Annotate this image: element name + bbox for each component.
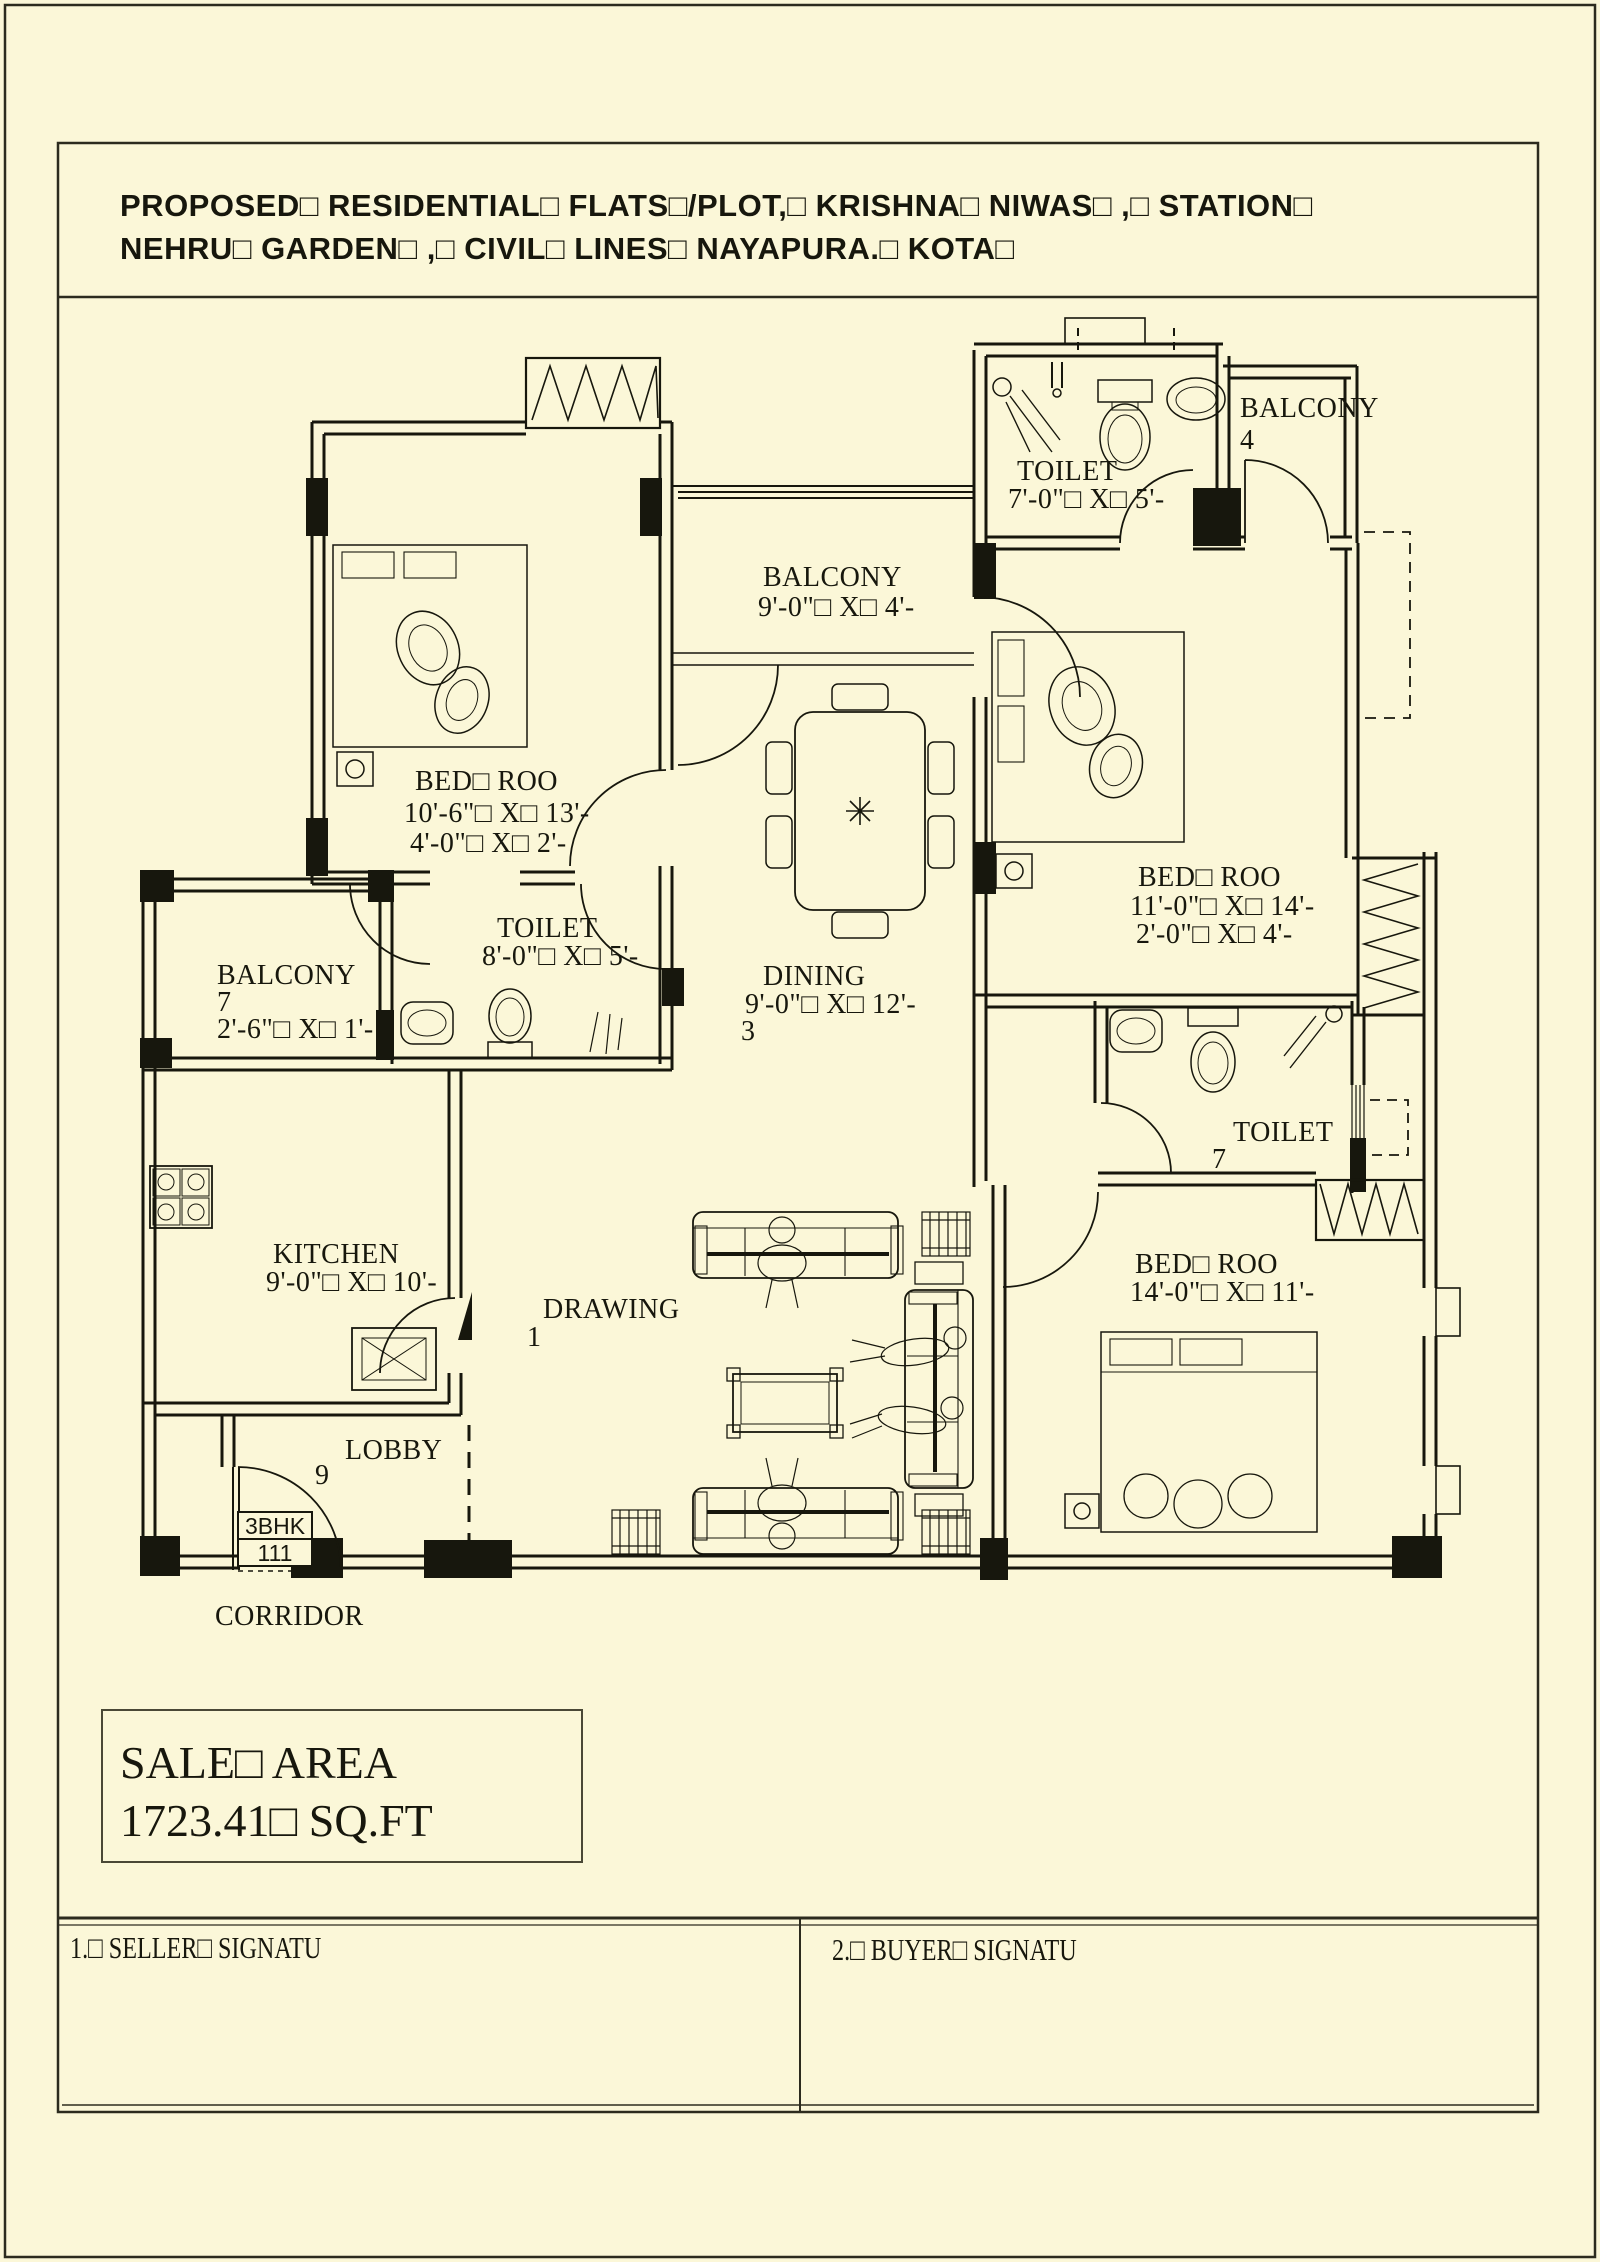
grille-icons (611, 1211, 971, 1555)
coffee-table-icon (726, 1367, 844, 1439)
sale-area-box: SALE□ AREA 1723.41□ SQ.FT (101, 1709, 583, 1863)
bed-icon-top-left (332, 544, 528, 787)
label-toilet-7-number: 7 (1212, 1144, 1227, 1175)
toilet-top-fixtures (992, 362, 1226, 471)
label-balcony-7-number: 7 (217, 987, 232, 1018)
label-bedroom-right-dim1: 11'-0"□ X□ 14'- (1130, 891, 1315, 922)
unit-tag-number: 111 (258, 1540, 293, 1566)
label-bedroom-bottom-right: BED□ ROO (1135, 1249, 1278, 1280)
signature-band: 1.□ SELLER□ SIGNATU 2.□ BUYER□ SIGNATU (70, 1931, 1077, 1968)
bed-icon-bottom-right (1064, 1331, 1318, 1533)
label-bedroom-top-left-dim2: 4'-0"□ X□ 2'- (410, 828, 567, 859)
title-line-2: NEHRU□ GARDEN□ ,□ CIVIL□ LINES□ NAYAPURA… (120, 231, 1015, 266)
toilet-7-fixtures (1109, 1005, 1343, 1093)
label-dining-dim1: 9'-0"□ X□ 12'- (745, 989, 916, 1020)
basin-icon-top (1166, 377, 1226, 421)
label-dining-number: 3 (741, 1016, 756, 1047)
label-corridor: CORRIDOR (215, 1601, 364, 1632)
windows (524, 356, 1461, 1515)
toilet-mid-fixtures (400, 988, 623, 1059)
sheet-frame (3, 3, 1597, 2259)
basin-icon-mid (400, 1001, 454, 1045)
window-zigzag-right-bay (1361, 863, 1421, 1009)
label-bedroom-top-left: BED□ ROO (415, 766, 558, 797)
window-zigzag-top-left (524, 356, 662, 430)
label-kitchen: KITCHEN (273, 1239, 399, 1270)
label-toilet-top: TOILET (1017, 456, 1117, 487)
unit-tag: 3BHK 111 (237, 1511, 313, 1567)
label-kitchen-dim1: 9'-0"□ X□ 10'- (266, 1267, 437, 1298)
label-drawing: DRAWING (543, 1294, 680, 1325)
sink-icon (351, 1327, 437, 1391)
furniture (149, 362, 1343, 1555)
dining-table-icon (765, 683, 955, 939)
person-icon-bottom-sofa (757, 1457, 807, 1550)
title-line-1: PROPOSED□ RESIDENTIAL□ FLATS□/PLOT,□ KRI… (120, 188, 1313, 223)
window-zigzag-bottom-right (1314, 1178, 1426, 1242)
person-icon-top-sofa (757, 1216, 807, 1309)
label-toilet-top-dim1: 7'-0"□ X□ 5'- (1008, 484, 1165, 515)
label-balcony-7: BALCONY (217, 960, 356, 991)
seller-signature-label: 1.□ SELLER□ SIGNATU (70, 1931, 321, 1966)
buyer-signature-label: 2.□ BUYER□ SIGNATU (832, 1933, 1077, 1968)
sofa-bottom-icon (692, 1487, 904, 1555)
bed-icon-right (991, 631, 1185, 889)
label-lobby: LOBBY (345, 1435, 442, 1466)
shower-icon-top (992, 377, 1012, 397)
sofa-top-icon (692, 1211, 904, 1279)
window-bump-2 (1435, 1465, 1461, 1515)
room-labels: BED□ ROO 10'-6"□ X□ 13'- 4'-0"□ X□ 2'- B… (215, 393, 1379, 1632)
unit-tag-type: 3BHK (245, 1513, 306, 1539)
label-balcony-top: BALCONY (763, 562, 902, 593)
person-icons-right-sofa (849, 1326, 967, 1439)
label-balcony-7-dim1: 2'-6"□ X□ 1'- (217, 1014, 374, 1045)
sheet-title: PROPOSED□ RESIDENTIAL□ FLATS□/PLOT,□ KRI… (120, 188, 1313, 266)
label-bedroom-right-dim2: 2'-0"□ X□ 4'- (1136, 919, 1293, 950)
door-arcs (237, 459, 1329, 1571)
window-bump-1 (1435, 1287, 1461, 1337)
label-drawing-number: 1 (527, 1322, 542, 1353)
sofa-right-icon (904, 1261, 974, 1517)
label-toilet-7: TOILET (1233, 1117, 1333, 1148)
label-toilet-mid: TOILET (497, 913, 597, 944)
label-lobby-number: 9 (315, 1460, 330, 1491)
label-bedroom-right: BED□ ROO (1138, 862, 1281, 893)
stove-icon (149, 1165, 213, 1229)
label-bedroom-bottom-right-dim1: 14'-0"□ X□ 11'- (1130, 1277, 1315, 1308)
basin-icon-7 (1109, 1009, 1163, 1053)
label-toilet-mid-dim1: 8'-0"□ X□ 5'- (482, 941, 639, 972)
sale-area-label: SALE□ AREA (120, 1737, 397, 1788)
label-balcony-4: BALCONY (1240, 393, 1379, 424)
shower-icon-7 (1325, 1005, 1343, 1023)
label-dining: DINING (763, 961, 866, 992)
sale-area-value: 1723.41□ SQ.FT (120, 1795, 433, 1846)
label-balcony-4-number: 4 (1240, 425, 1255, 456)
label-balcony-top-dim1: 9'-0"□ X□ 4'- (758, 592, 915, 623)
label-bedroom-top-left-dim1: 10'-6"□ X□ 13'- (404, 798, 590, 829)
